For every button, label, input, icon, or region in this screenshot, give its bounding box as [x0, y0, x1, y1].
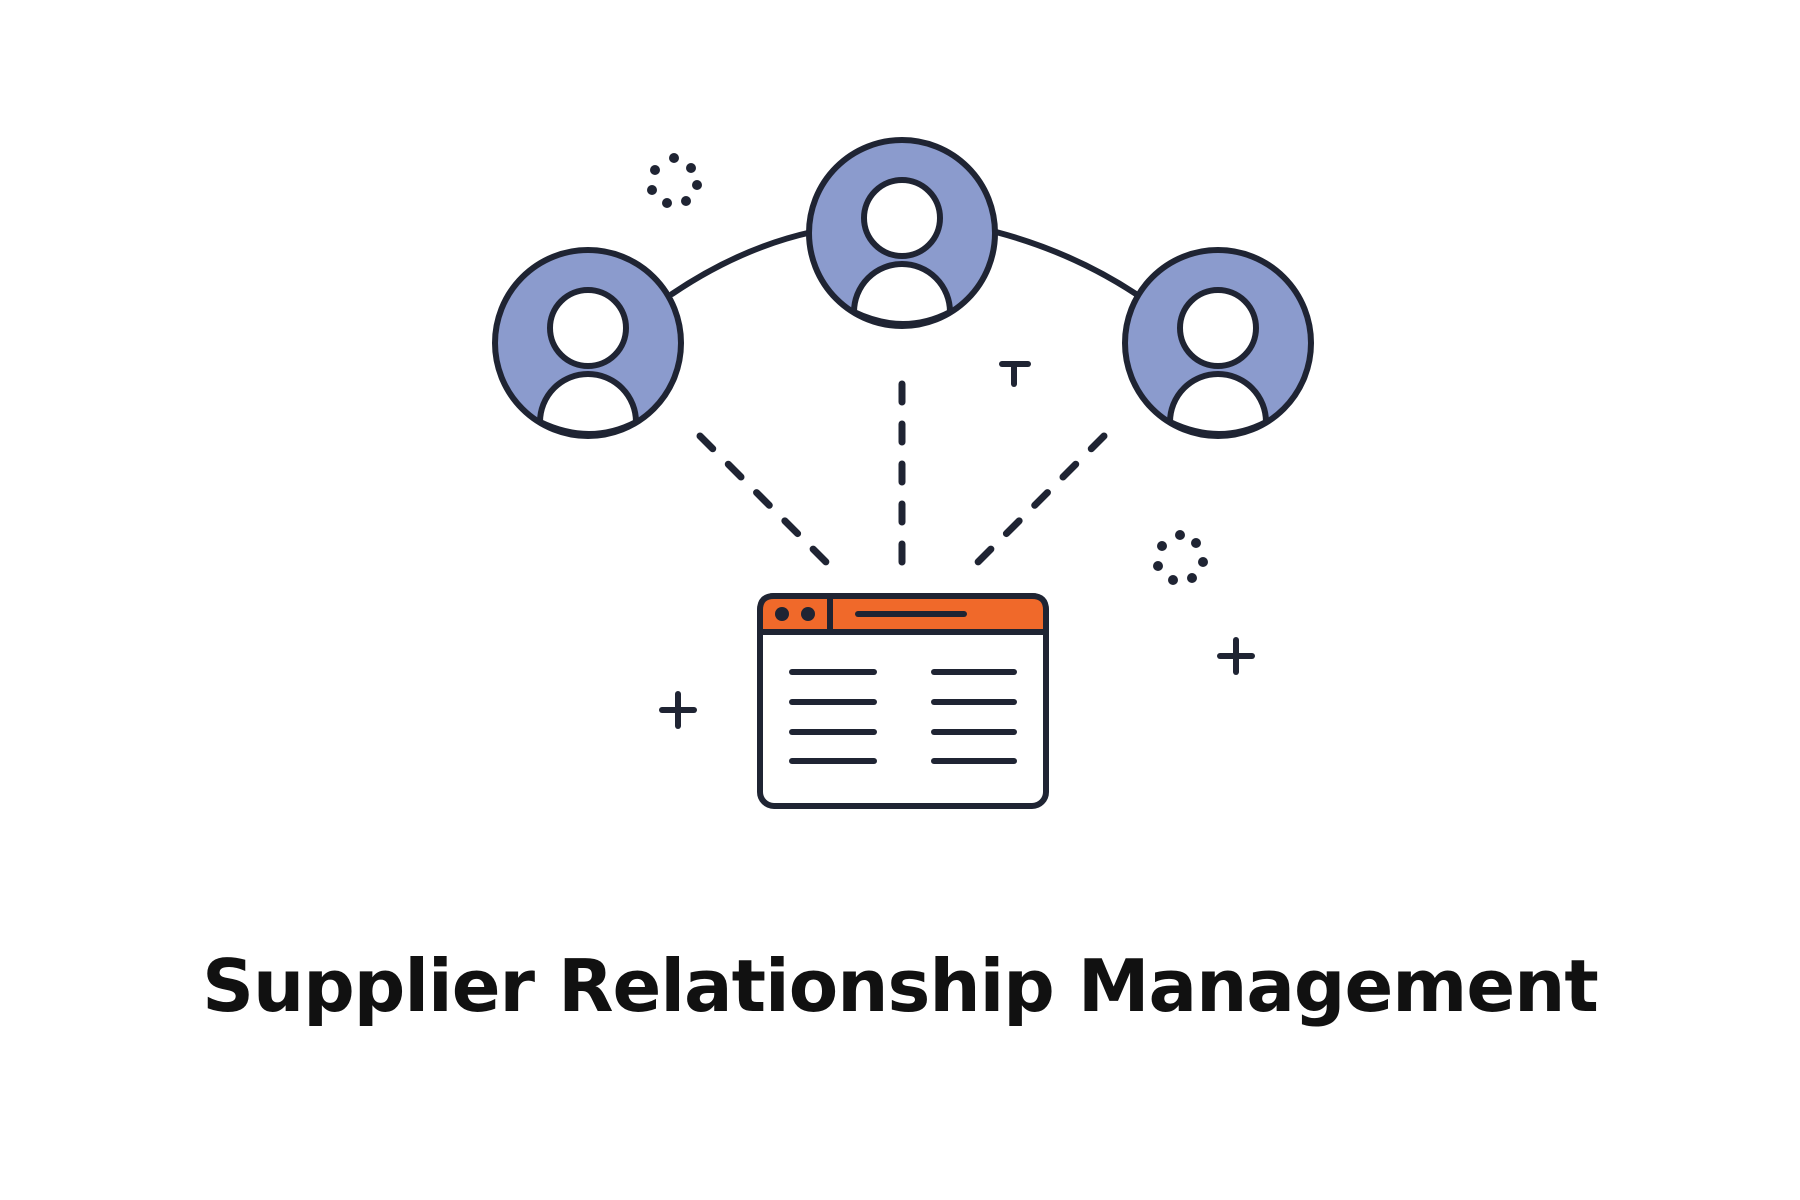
dotted-circle-icon	[1153, 530, 1208, 585]
plus-icon	[659, 691, 697, 729]
dashed-link-right	[972, 432, 1108, 568]
plus-icon	[999, 361, 1031, 387]
arc-left	[669, 229, 815, 297]
page-title: Supplier Relationship Management	[202, 944, 1599, 1028]
user-icon	[806, 137, 998, 329]
user-icon	[492, 247, 684, 439]
connection-arcs	[669, 229, 1139, 297]
window-dot-icon	[775, 607, 789, 621]
browser-window-icon	[757, 593, 1049, 809]
dashed-link-left	[696, 432, 832, 568]
plus-icon	[1217, 637, 1255, 675]
window-dot-icon	[801, 607, 815, 621]
dashed-links	[696, 380, 1108, 570]
arc-right	[993, 229, 1139, 297]
user-icon	[1122, 247, 1314, 439]
window-content-lines	[789, 669, 1017, 764]
dotted-circle-icon	[647, 153, 702, 208]
